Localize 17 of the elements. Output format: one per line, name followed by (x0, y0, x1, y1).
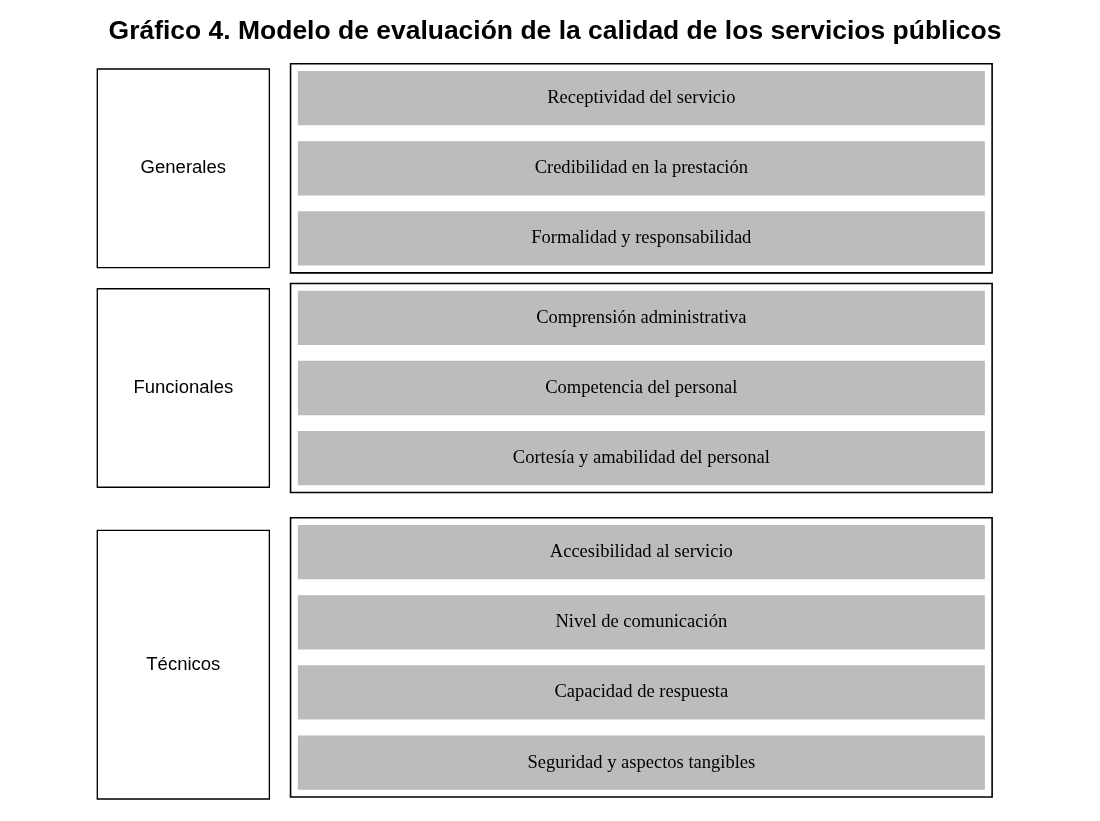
node-box: Funcionales (96, 288, 271, 488)
node-box: Accesibilidad al servicio (297, 525, 985, 580)
cluster (289, 516, 993, 798)
node-box: Formalidad y responsabilidad (297, 211, 985, 266)
node-box: Cortesía y amabilidad del personal (297, 431, 985, 486)
node-box: Credibilidad en la prestación (297, 141, 985, 196)
cluster (289, 282, 993, 494)
node-box: Nivel de comunicación (297, 595, 985, 650)
diagram-title: Gráfico 4. Modelo de evaluación de la calidad de los servicios públicos (108, 14, 1002, 45)
node-box: Receptividad del servicio (297, 70, 985, 126)
cluster (289, 62, 993, 274)
node-box: Técnicos (96, 529, 271, 800)
node-box: Comprensión administrativa (297, 290, 985, 345)
node-box: Competencia del personal (297, 360, 985, 416)
node-box: Generales (96, 68, 271, 269)
node-box: Capacidad de respuesta (297, 665, 985, 720)
node-box: Seguridad y aspectos tangibles (297, 735, 985, 790)
